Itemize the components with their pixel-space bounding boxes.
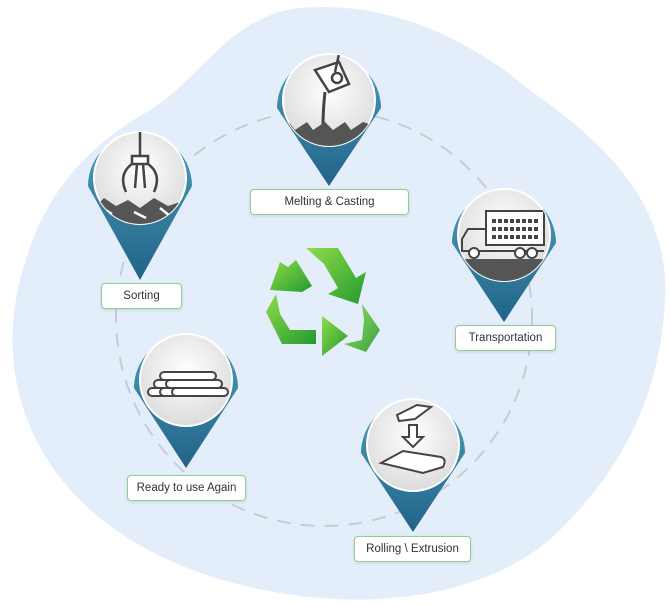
recycle-icon <box>266 248 380 356</box>
cycle-dashed-ring <box>115 109 533 527</box>
pin-transportation <box>452 188 556 322</box>
ingot-to-sheet-icon <box>378 403 446 475</box>
pin-ready-to-use-again <box>134 333 238 468</box>
pin-rolling-extrusion <box>361 398 465 532</box>
step-label-ready-to-use-again: Ready to use Again <box>127 475 246 501</box>
step-label-melting-casting: Melting & Casting <box>250 189 409 215</box>
step-label-transportation: Transportation <box>455 325 556 351</box>
pin-melting-casting <box>277 53 381 186</box>
stacked-pipes-icon <box>147 371 229 397</box>
pin-sorting <box>88 131 192 280</box>
step-label-sorting: Sorting <box>101 283 182 309</box>
step-label-rolling-extrusion: Rolling \ Extrusion <box>354 536 471 562</box>
